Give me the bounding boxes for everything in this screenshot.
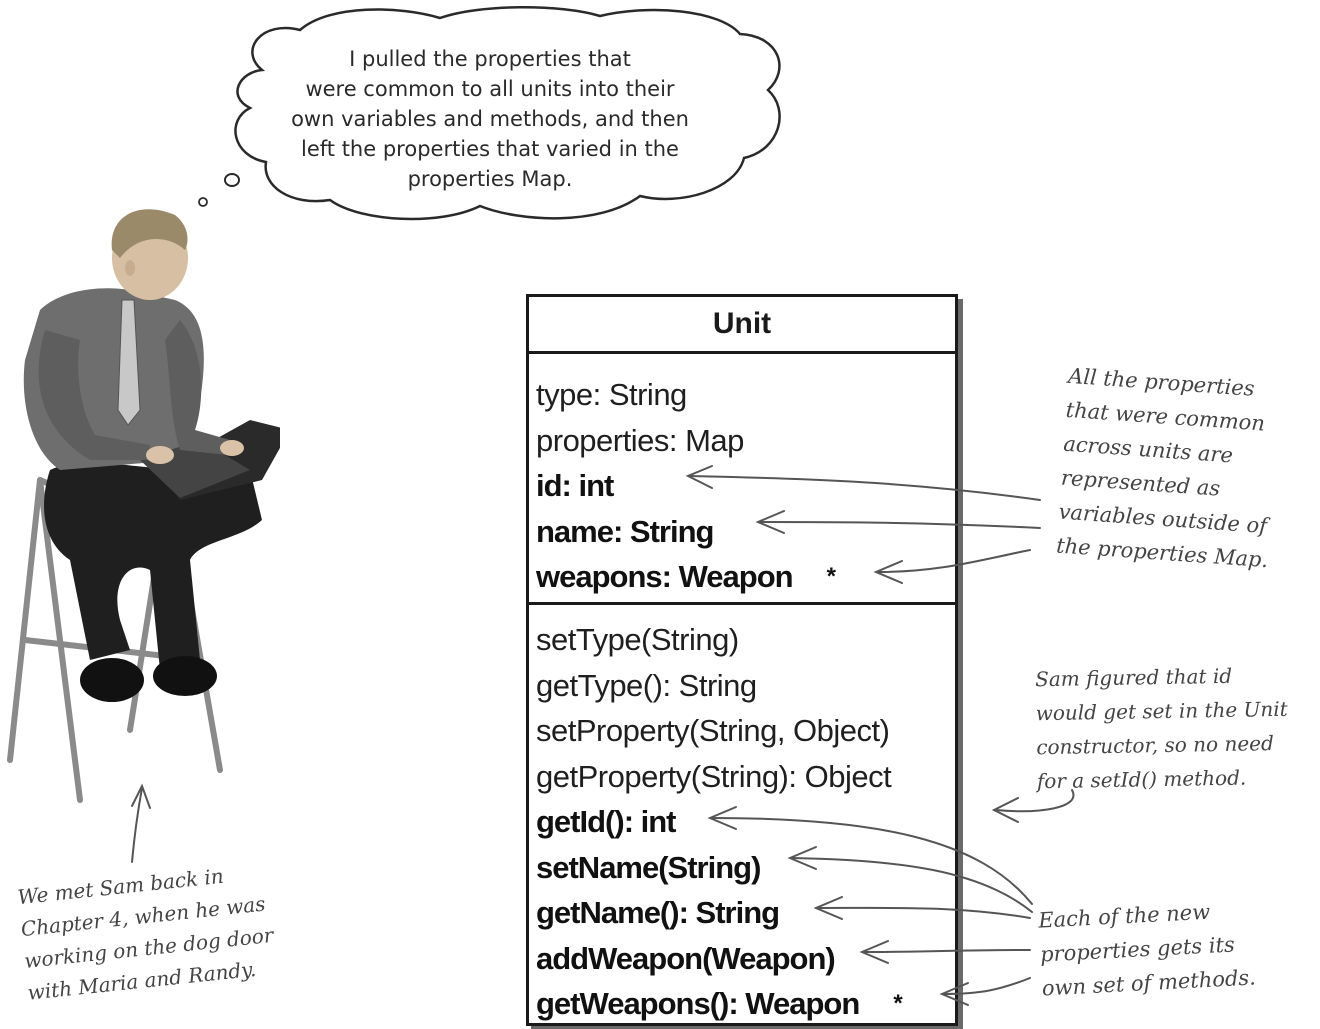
uml-method-text: getProperty(String): Object (536, 758, 892, 794)
annotation-new-methods: Each of the new properties gets its own … (1037, 892, 1257, 1005)
bubble-line: properties Map. (407, 167, 573, 191)
uml-method: getType(): String (529, 663, 955, 709)
uml-method-text: setName(String) (536, 849, 761, 885)
uml-attribute-text: properties: Map (536, 422, 744, 458)
hair (111, 209, 188, 258)
uml-attribute: weapons: Weapon * (529, 554, 955, 600)
uml-attribute: properties: Map (529, 418, 955, 464)
uml-attribute: name: String (529, 509, 955, 555)
bubble-line: I pulled the properties that (349, 47, 631, 71)
uml-attribute-text: id: int (536, 468, 614, 503)
uml-attribute-text: weapons: Weapon (536, 559, 794, 594)
left-shoe (80, 658, 144, 702)
sam-with-laptop-illustration (7, 209, 280, 803)
uml-method: setType(String) (529, 617, 955, 663)
uml-class-name: Unit (529, 297, 955, 354)
thought-bubble-text: I pulled the properties that were common… (250, 44, 730, 194)
right-arm (165, 320, 230, 455)
uml-method-text: addWeapon(Weapon) (536, 940, 836, 976)
uml-method: setName(String) (529, 845, 955, 891)
uml-class-box-unit: Unit type: String properties: Map id: in… (526, 294, 958, 1026)
uml-method-text: getWeapons(): Weapon (536, 986, 860, 1021)
uml-method: setProperty(String, Object) (529, 708, 955, 754)
annotation-common-properties: All the properties that were common acro… (1055, 359, 1281, 577)
uml-attribute-text: name: String (536, 513, 714, 549)
uml-method-text: getId(): int (536, 804, 677, 839)
annotation-line: constructor, so no need (1036, 731, 1275, 760)
uml-attribute: id: int (529, 463, 955, 509)
left-arm (38, 330, 150, 460)
uml-attribute: type: String (529, 372, 955, 418)
uml-method-text: getName(): String (536, 895, 780, 930)
tie (117, 299, 141, 426)
uml-method: getId(): int (529, 799, 955, 845)
uml-method-text: getType(): String (536, 667, 757, 703)
multiplicity-marker: * (893, 990, 902, 1017)
bubble-line: were common to all units into their (305, 77, 675, 101)
annotation-line: would get set in the Unit (1035, 696, 1288, 726)
bubble-line: left the properties that varied in the (301, 137, 679, 161)
uml-method: getWeapons(): Weapon * (529, 981, 955, 1027)
uml-method-text: setProperty(String, Object) (536, 713, 890, 748)
trousers (44, 462, 262, 670)
uml-method: getName(): String (529, 890, 955, 936)
uml-attributes-section: type: String properties: Map id: int nam… (529, 354, 955, 605)
uml-method-text: setType(String) (536, 622, 739, 657)
annotation-line: Sam figured that id (1034, 663, 1233, 692)
uml-attribute-text: type: String (536, 377, 687, 412)
uml-methods-section: setType(String) getType(): String setPro… (529, 605, 955, 1027)
annotation-set-id: Sam figured that id would get set in the… (1035, 658, 1289, 798)
thought-bubble-cloud (198, 5, 781, 221)
annotation-sam-intro: We met Sam back in Chapter 4, when he wa… (16, 855, 278, 1008)
bubble-line: own variables and methods, and then (291, 107, 689, 131)
uml-method: addWeapon(Weapon) (529, 936, 955, 982)
uml-method: getProperty(String): Object (529, 754, 955, 800)
right-shoe (153, 656, 217, 696)
annotation-line: for a setId() method. (1036, 765, 1247, 794)
multiplicity-marker: * (826, 563, 836, 590)
